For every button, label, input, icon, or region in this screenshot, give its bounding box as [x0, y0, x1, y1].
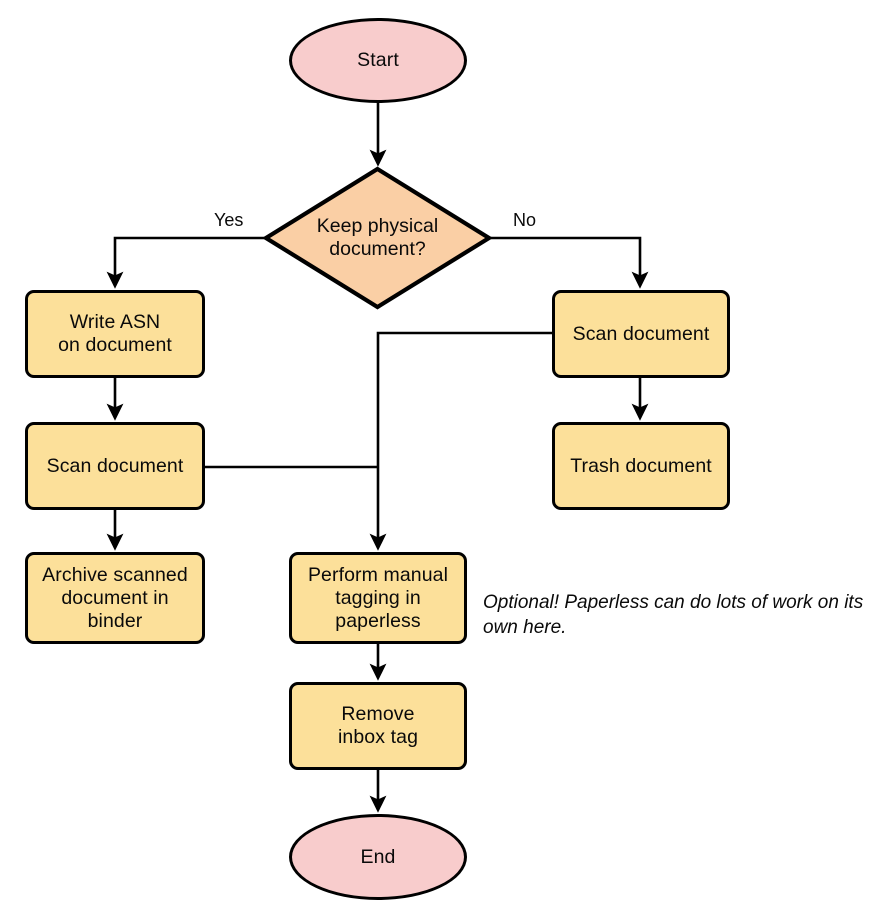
node-start-label: Start — [357, 49, 399, 71]
node-decision-label: Keep physical document? — [316, 215, 439, 260]
edge-label-yes: Yes — [211, 210, 247, 231]
node-trash-document[interactable]: Trash document — [552, 422, 730, 510]
node-scan-document-left-label: Scan document — [46, 454, 184, 477]
node-write-asn[interactable]: Write ASN on document — [25, 290, 205, 378]
node-trash-document-label: Trash document — [570, 454, 712, 477]
edge-scan-right-to-tagging — [369, 331, 552, 551]
node-scan-document-right[interactable]: Scan document — [552, 290, 730, 378]
node-archive-scanned-document-label: Archive scanned document in binder — [42, 563, 188, 632]
annotation-optional-note: Optional! Paperless can do lots of work … — [483, 592, 864, 639]
node-end-label: End — [360, 845, 396, 868]
node-perform-manual-tagging-label: Perform manual tagging in paperless — [307, 563, 449, 632]
node-decision-keep-physical-document[interactable]: Keep physical document? — [263, 166, 492, 310]
edge-decision-to-scan-right — [490, 236, 649, 289]
node-remove-inbox-tag-label: Remove inbox tag — [337, 703, 419, 748]
node-start[interactable]: Start — [289, 18, 467, 103]
node-scan-document-left[interactable]: Scan document — [25, 422, 205, 510]
node-perform-manual-tagging[interactable]: Perform manual tagging in paperless — [289, 552, 467, 644]
edge-decision-to-write-asn — [106, 236, 265, 289]
edge-label-no: No — [510, 210, 540, 231]
node-remove-inbox-tag[interactable]: Remove inbox tag — [289, 682, 467, 770]
node-scan-document-right-label: Scan document — [572, 322, 710, 345]
node-write-asn-label: Write ASN on document — [58, 311, 172, 356]
diamond-shape — [263, 166, 492, 310]
node-archive-scanned-document[interactable]: Archive scanned document in binder — [25, 552, 205, 644]
node-end[interactable]: End — [289, 814, 467, 900]
